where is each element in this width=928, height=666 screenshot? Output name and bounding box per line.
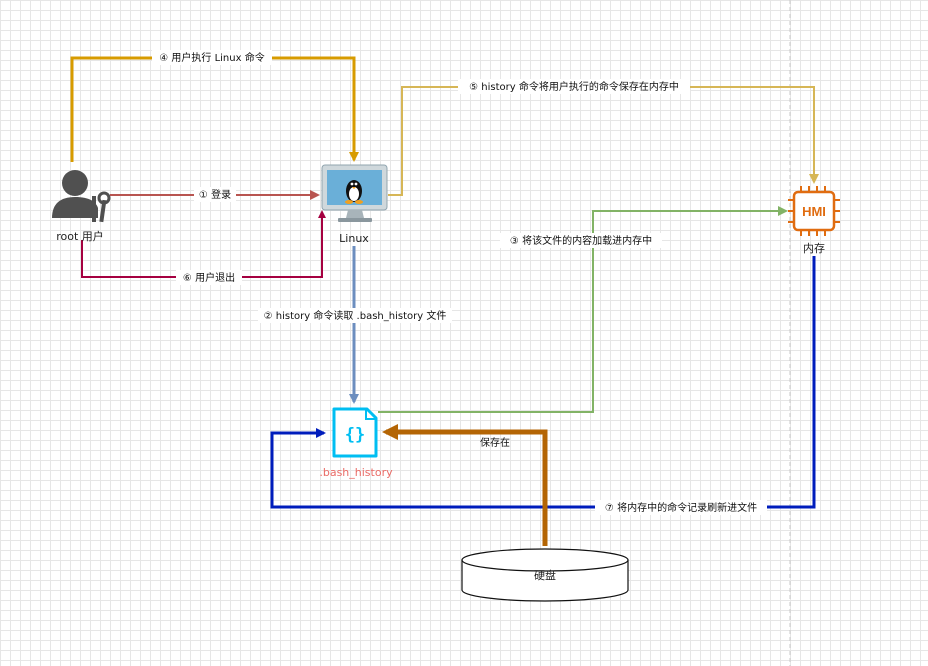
edge-save-to-memory[interactable]: ⑤ history 命令将用户执行的命令保存在内存中 xyxy=(388,79,819,196)
edge-flush-label: ⑦ 将内存中的命令记录刷新进文件 xyxy=(605,501,757,514)
edge-login[interactable]: ① 登录 xyxy=(110,187,320,202)
user-icon xyxy=(52,170,111,223)
edge-stored-on[interactable]: 保存在 xyxy=(382,424,548,546)
linux-monitor-icon xyxy=(321,164,388,222)
node-root-user[interactable]: root 用户 xyxy=(52,170,111,243)
edge-load-memory[interactable]: ③ 将该文件的内容加载进内存中 xyxy=(378,206,788,413)
disk-cylinder-icon xyxy=(461,548,629,602)
wrench-icon xyxy=(92,191,111,223)
edge-read-file-label: ② history 命令读取 .bash_history 文件 xyxy=(264,309,447,322)
edge-execute-label: ④ 用户执行 Linux 命令 xyxy=(159,51,264,64)
file-label: .bash_history xyxy=(319,466,393,479)
memory-chip-text: HMI xyxy=(802,204,826,219)
disk-label: 硬盘 xyxy=(534,568,556,582)
json-file-icon: {} xyxy=(332,407,378,458)
edge-load-memory-label: ③ 将该文件的内容加载进内存中 xyxy=(510,234,652,247)
svg-text:{}: {} xyxy=(345,425,365,445)
memory-chip-icon: HMI xyxy=(788,186,840,236)
linux-label: Linux xyxy=(339,232,369,245)
memory-label: 内存 xyxy=(803,241,825,255)
node-disk[interactable]: 硬盘 xyxy=(461,548,629,602)
edge-flush-file[interactable]: ⑦ 将内存中的命令记录刷新进文件 xyxy=(270,256,816,515)
edge-read-file[interactable]: ② history 命令读取 .bash_history 文件 xyxy=(258,246,452,404)
node-linux[interactable]: Linux xyxy=(321,164,388,245)
edge-logout[interactable]: ⑥ 用户退出 xyxy=(81,210,326,285)
user-label: root 用户 xyxy=(56,229,104,243)
edge-save-memory-label: ⑤ history 命令将用户执行的命令保存在内存中 xyxy=(469,80,679,93)
edge-login-label: ① 登录 xyxy=(199,188,231,201)
tux-icon xyxy=(345,180,363,204)
edge-stored-label: 保存在 xyxy=(480,436,510,449)
edge-logout-label: ⑥ 用户退出 xyxy=(183,271,235,284)
node-memory[interactable]: HMI 内存 xyxy=(788,186,840,255)
edge-execute-command[interactable]: ④ 用户执行 Linux 命令 xyxy=(70,50,359,162)
node-bash-history[interactable]: {} .bash_history xyxy=(319,407,393,479)
